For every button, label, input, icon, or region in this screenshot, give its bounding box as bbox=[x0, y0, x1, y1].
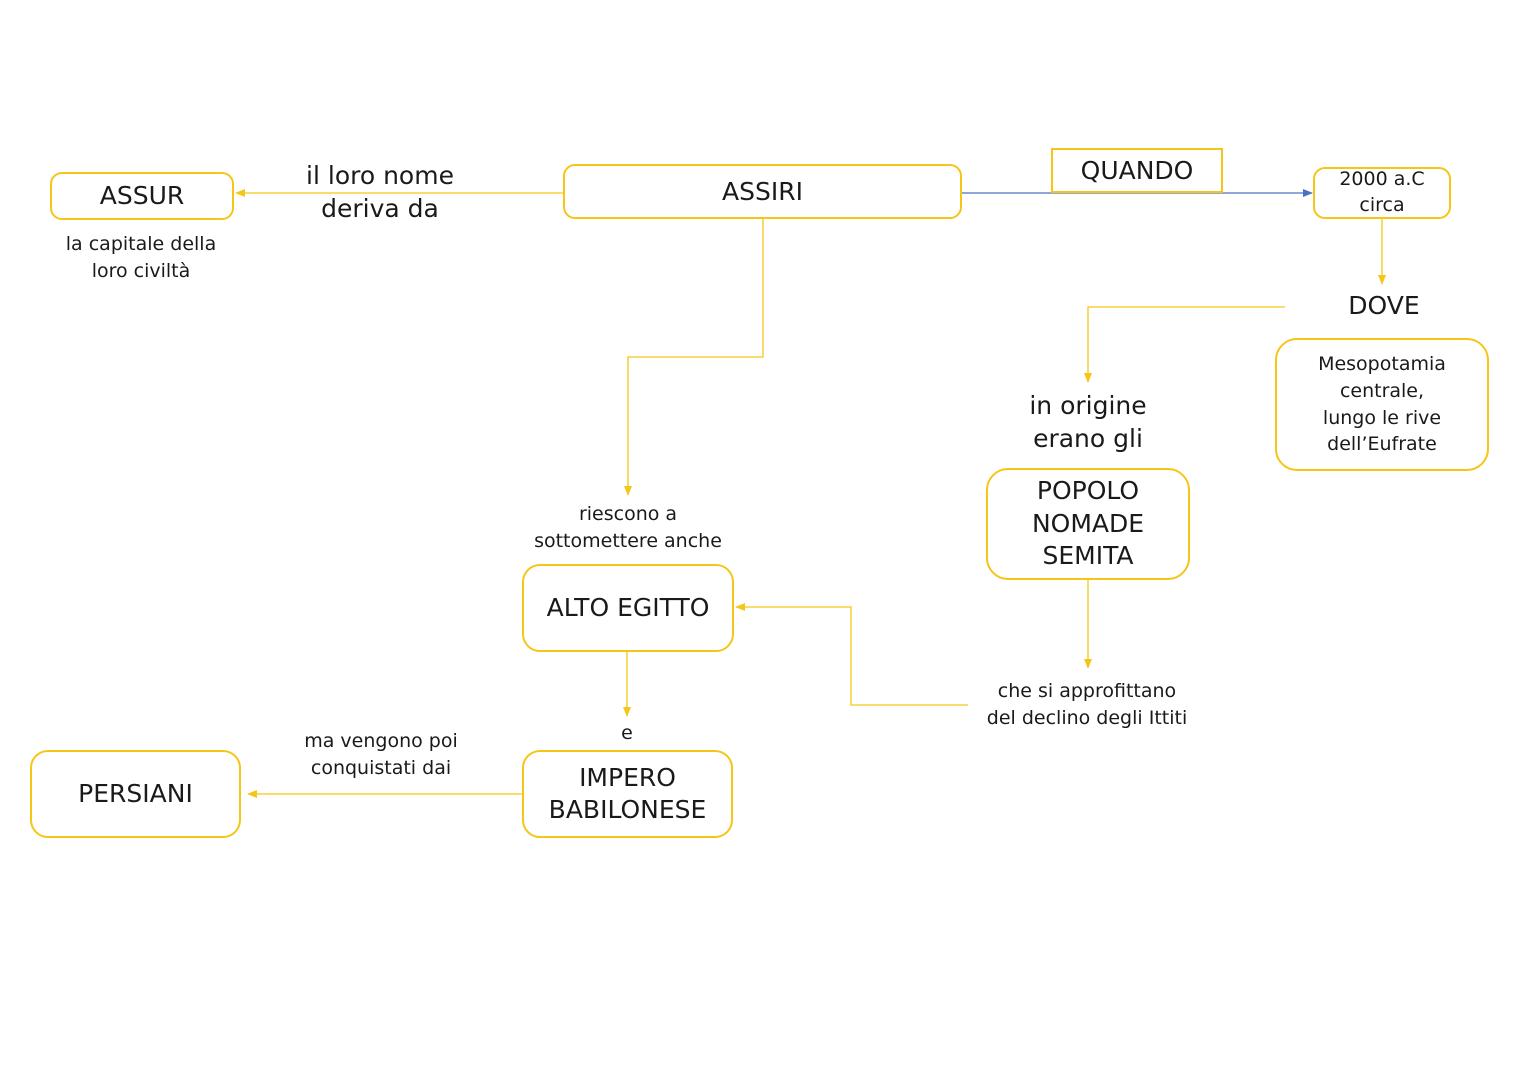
label-approfittano: che si approfittano del declino degli It… bbox=[986, 680, 1188, 729]
node-persiani: PERSIANI bbox=[30, 750, 241, 838]
label-capitale: la capitale della loro civiltà bbox=[65, 233, 217, 282]
node-impero-text: IMPERO BABILONESE bbox=[548, 762, 707, 825]
node-assur-text: ASSUR bbox=[99, 181, 185, 211]
label-riescono: riescono a sottomettere anche bbox=[534, 503, 722, 552]
node-quando-text: QUANDO bbox=[1080, 155, 1194, 185]
arrow-assiri-riescono bbox=[624, 219, 764, 496]
label-nome: il loro nome deriva da bbox=[306, 161, 454, 223]
node-mesopotamia: Mesopotamia centrale, lungo le rive dell… bbox=[1275, 338, 1489, 471]
node-popolo: POPOLO NOMADE SEMITA bbox=[986, 468, 1190, 580]
node-impero: IMPERO BABILONESE bbox=[522, 750, 733, 838]
node-persiani-text: PERSIANI bbox=[78, 779, 193, 809]
node-alto-egitto: ALTO EGITTO bbox=[522, 564, 734, 652]
node-assiri-text: ASSIRI bbox=[722, 176, 803, 206]
node-assiri: ASSIRI bbox=[563, 164, 962, 219]
label-vengono: ma vengono poi conquistati dai bbox=[304, 730, 458, 779]
node-date: 2000 a.C circa bbox=[1313, 167, 1451, 219]
arrow-dove-origine bbox=[1084, 306, 1285, 383]
node-dove: DOVE bbox=[1348, 291, 1420, 320]
node-mesopotamia-text: Mesopotamia centrale, lungo le rive dell… bbox=[1318, 353, 1446, 456]
node-alto-egitto-text: ALTO EGITTO bbox=[546, 593, 710, 623]
node-popolo-text: POPOLO NOMADE SEMITA bbox=[1031, 476, 1145, 571]
arrow-approfittano-egitto bbox=[735, 603, 968, 706]
label-e: e bbox=[621, 722, 633, 744]
node-quando: QUANDO bbox=[1051, 148, 1223, 193]
node-date-text: 2000 a.C circa bbox=[1339, 168, 1425, 216]
label-origine: in origine erano gli bbox=[1029, 391, 1147, 453]
node-assur: ASSUR bbox=[50, 172, 234, 220]
